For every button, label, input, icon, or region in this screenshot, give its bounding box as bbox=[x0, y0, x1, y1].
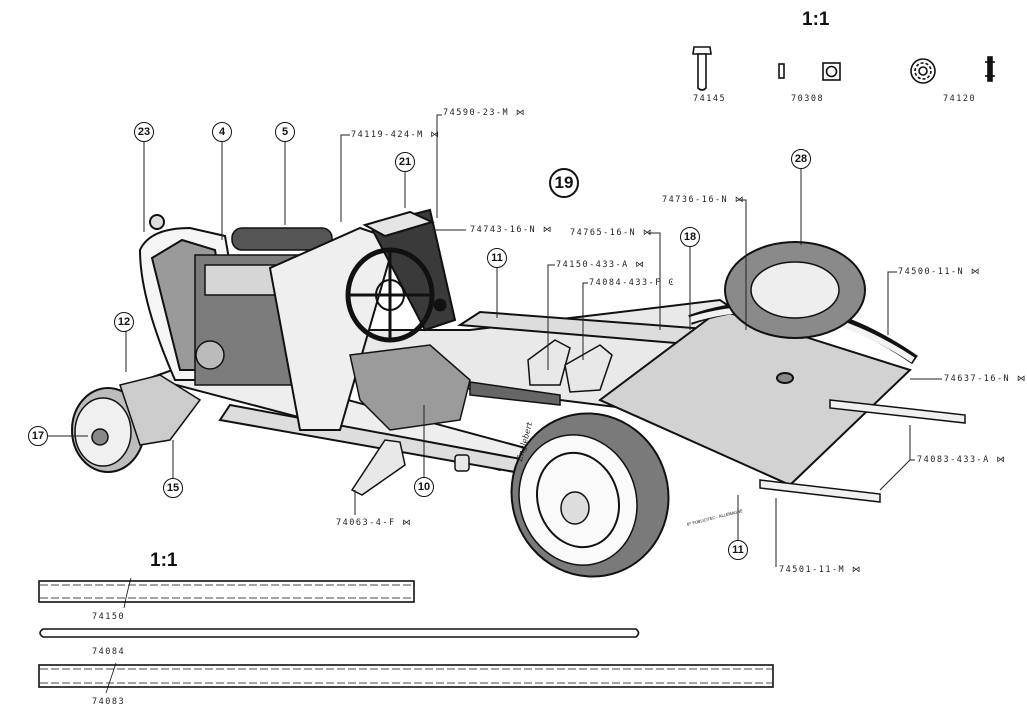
hardware-part-number: 74120 bbox=[943, 94, 977, 104]
front-brake-drum bbox=[71, 374, 202, 473]
callout-23[interactable]: 23 bbox=[134, 122, 154, 142]
part-label[interactable]: 74083-433-A ⋈ bbox=[917, 455, 1007, 465]
square-nut-icon bbox=[822, 62, 841, 81]
bowtie-icon: ⋈ bbox=[1016, 374, 1027, 384]
spare-wheel bbox=[724, 241, 866, 339]
part-label[interactable]: 74590-23-M ⋈ bbox=[443, 108, 526, 118]
gearbox bbox=[349, 344, 561, 431]
rear-bumper-tubes bbox=[759, 399, 966, 503]
part-label[interactable]: 74736-16-N ⋈ bbox=[662, 195, 745, 205]
hardware-part-number: 74145 bbox=[693, 94, 727, 104]
callout-28[interactable]: 28 bbox=[791, 149, 811, 169]
callout-11[interactable]: 11 bbox=[487, 248, 507, 268]
bowtie-icon: ⋈ bbox=[542, 225, 553, 235]
tube-74084 bbox=[39, 628, 640, 638]
hardware-part-number: 70308 bbox=[791, 94, 825, 104]
cut-symbol-icon: Ͼ bbox=[668, 278, 676, 288]
bowtie-icon: ⋈ bbox=[430, 130, 441, 140]
pin-icon bbox=[778, 63, 785, 79]
rear-wheel bbox=[510, 412, 670, 578]
part-label[interactable]: 74765-16-N ⋈ bbox=[570, 228, 653, 238]
bowtie-icon: ⋈ bbox=[402, 518, 413, 528]
hardware-drawings bbox=[692, 46, 995, 91]
part-label[interactable]: 74743-16-N ⋈ bbox=[470, 225, 553, 235]
tube-drawings bbox=[38, 577, 774, 694]
tube-74083 bbox=[38, 662, 774, 694]
group-number-badge: 19 bbox=[549, 168, 579, 198]
tube-part-number: 74084 bbox=[92, 647, 126, 657]
body-mount-brackets bbox=[350, 339, 613, 496]
callout-15[interactable]: 15 bbox=[163, 478, 183, 498]
part-label[interactable]: 74500-11-N ⋈ bbox=[898, 267, 981, 277]
callout-21[interactable]: 21 bbox=[395, 152, 415, 172]
part-label[interactable]: 74501-11-M ⋈ bbox=[779, 565, 862, 575]
steering-wheel bbox=[345, 247, 447, 343]
tube-part-number: 74150 bbox=[92, 612, 126, 622]
callout-4[interactable]: 4 bbox=[212, 122, 232, 142]
callout-11-rear[interactable]: 11 bbox=[728, 540, 748, 560]
callout-12[interactable]: 12 bbox=[114, 312, 134, 332]
part-label[interactable]: 74150-433-A ⋈ bbox=[556, 260, 646, 270]
bolt-icon bbox=[692, 46, 712, 91]
callout-5[interactable]: 5 bbox=[275, 122, 295, 142]
bowtie-icon: ⋈ bbox=[515, 108, 526, 118]
bowtie-icon: ⋈ bbox=[635, 260, 646, 270]
callout-10[interactable]: 10 bbox=[414, 477, 434, 497]
leader-lines bbox=[48, 114, 942, 567]
hardware-scale-label: 1:1 bbox=[802, 9, 830, 30]
tube-part-number: 74083 bbox=[92, 697, 126, 707]
bowtie-icon: ⋈ bbox=[851, 565, 862, 575]
bowtie-icon: ⋈ bbox=[734, 195, 745, 205]
washer-side-icon bbox=[985, 56, 995, 82]
part-label[interactable]: 74084-433-F Ͼ bbox=[589, 278, 676, 288]
bowtie-icon: ⋈ bbox=[970, 267, 981, 277]
tubes-scale-label: 1:1 bbox=[150, 550, 178, 571]
part-label[interactable]: 74119-424-M ⋈ bbox=[351, 130, 441, 140]
tube-74150 bbox=[38, 577, 415, 609]
part-label[interactable]: 74063-4-F ⋈ bbox=[336, 518, 413, 528]
callout-17[interactable]: 17 bbox=[28, 426, 48, 446]
washer-icon bbox=[910, 58, 936, 84]
bowtie-icon: ⋈ bbox=[996, 455, 1007, 465]
callout-18[interactable]: 18 bbox=[680, 227, 700, 247]
bowtie-icon: ⋈ bbox=[642, 228, 653, 238]
part-label[interactable]: 74637-16-N ⋈ bbox=[944, 374, 1027, 384]
